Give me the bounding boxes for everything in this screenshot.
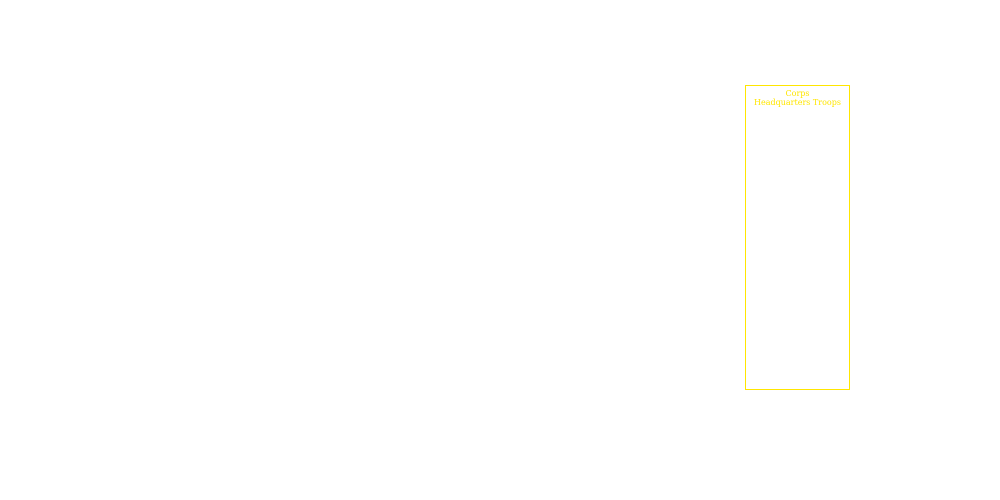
panel-title-line-1: Corps (785, 89, 810, 98)
corps-hq-troops-box: Corps Headquarters Troops (745, 85, 850, 390)
panel-title-line-2: Headquarters Troops (754, 98, 841, 107)
panel-title: Corps Headquarters Troops (746, 89, 849, 107)
